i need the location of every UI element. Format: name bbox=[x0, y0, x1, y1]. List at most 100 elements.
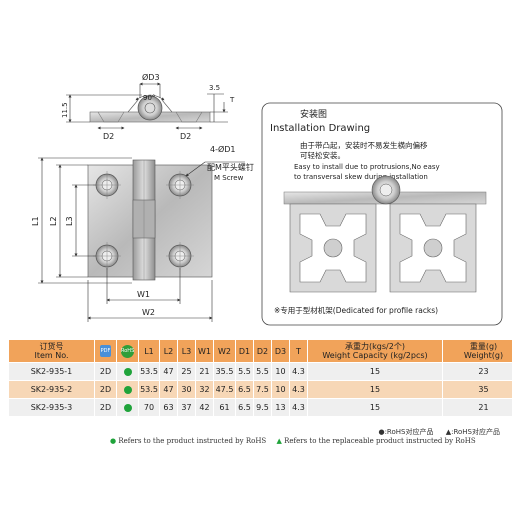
dim-t: T bbox=[229, 96, 235, 104]
hinge-front-view bbox=[87, 159, 213, 281]
col-l2: L2 bbox=[159, 339, 178, 363]
top-dimensions bbox=[66, 82, 228, 130]
col-pdf: PDF bbox=[94, 339, 117, 363]
dim-l1: L1 bbox=[31, 216, 40, 226]
col-t: T bbox=[289, 339, 308, 363]
cell-d3: 10 bbox=[271, 362, 290, 381]
dim-l3: L3 bbox=[65, 216, 74, 226]
cell-l3: 30 bbox=[177, 380, 196, 399]
rohs-dot-icon: ● bbox=[110, 437, 117, 445]
rohs-note-2: ▲:RoHS对应产品 bbox=[445, 428, 500, 436]
rohs-icon: RoHS bbox=[121, 344, 134, 358]
cell-w1: 42 bbox=[195, 398, 214, 417]
rohs-note-1: ●:RoHS对应产品 bbox=[378, 428, 434, 436]
front-dimensions bbox=[38, 157, 245, 322]
cell-l2: 47 bbox=[159, 362, 178, 381]
profile-left bbox=[289, 203, 377, 293]
cell-l1: 53.5 bbox=[138, 380, 160, 399]
table-row: SK2-935-3 2D 70 63 37 42 61 6.5 9.5 13 4… bbox=[8, 398, 512, 417]
table-row: SK2-935-1 2D 53.5 47 25 21 35.5 5.5 5.5 … bbox=[8, 362, 512, 381]
cell-w2: 47.5 bbox=[213, 380, 236, 399]
cell-d1: 5.5 bbox=[235, 362, 254, 381]
profile-right bbox=[389, 203, 477, 293]
install-desc-cn-2: 可轻松安装。 bbox=[300, 150, 345, 160]
cell-l3: 37 bbox=[177, 398, 196, 417]
cell-d3: 10 bbox=[271, 380, 290, 399]
dim-w1: W1 bbox=[137, 290, 150, 299]
hinge-top-view bbox=[89, 95, 211, 123]
cell-capacity: 15 bbox=[307, 380, 443, 399]
cell-item[interactable]: SK2-935-1 bbox=[8, 362, 95, 381]
hole-callout: 4-ØD1 bbox=[210, 144, 236, 154]
col-capacity: 承重力(kgs/2个)Weight Capacity (kg/2pcs) bbox=[307, 339, 443, 363]
rohs-notes: ●:RoHS对应产品 ▲:RoHS对应产品 bbox=[368, 427, 500, 437]
install-desc-en-1: Easy to install due to protrusions,No ea… bbox=[294, 163, 440, 171]
col-l1: L1 bbox=[138, 339, 160, 363]
col-w1: W1 bbox=[195, 339, 214, 363]
col-d1: D1 bbox=[235, 339, 254, 363]
cell-d1: 6.5 bbox=[235, 398, 254, 417]
col-d3: D3 bbox=[271, 339, 290, 363]
install-desc-en-2: to transversal skew during installation bbox=[294, 173, 428, 181]
rohs-dot-icon bbox=[123, 385, 132, 394]
cell-l1: 70 bbox=[138, 398, 160, 417]
cell-rohs bbox=[116, 398, 139, 417]
table-row: SK2-935-2 2D 53.5 47 30 32 47.5 6.5 7.5 … bbox=[8, 380, 512, 399]
legend-2: Refers to the replaceable product instru… bbox=[284, 437, 476, 445]
cell-pdf[interactable]: 2D bbox=[94, 362, 117, 381]
cell-rohs bbox=[116, 380, 139, 399]
col-w2: W2 bbox=[213, 339, 236, 363]
cell-d2: 7.5 bbox=[253, 380, 272, 399]
cell-item[interactable]: SK2-935-3 bbox=[8, 398, 95, 417]
cell-l3: 25 bbox=[177, 362, 196, 381]
screw-en: M Screw bbox=[214, 174, 244, 182]
cell-w1: 21 bbox=[195, 362, 214, 381]
install-footer: ※专用于型材机架(Dedicated for profile racks) bbox=[274, 305, 438, 315]
cell-weight: 21 bbox=[442, 398, 512, 417]
dim-11-5: 11.5 bbox=[61, 102, 69, 118]
rohs-dot-icon bbox=[123, 367, 132, 376]
cell-l2: 47 bbox=[159, 380, 178, 399]
cell-d1: 6.5 bbox=[235, 380, 254, 399]
col-d2: D2 bbox=[253, 339, 272, 363]
cell-d2: 5.5 bbox=[253, 362, 272, 381]
cell-w2: 35.5 bbox=[213, 362, 236, 381]
install-title-en: Installation Drawing bbox=[270, 123, 370, 134]
rohs-legend: ● Refers to the product instructed by Ro… bbox=[110, 437, 484, 445]
dim-w2: W2 bbox=[142, 308, 155, 317]
rohs-dot-icon bbox=[123, 403, 132, 412]
cell-item[interactable]: SK2-935-2 bbox=[8, 380, 95, 399]
cell-l1: 53.5 bbox=[138, 362, 160, 381]
col-weight: 重量(g)Weight(g) bbox=[442, 339, 512, 363]
cell-weight: 23 bbox=[442, 362, 512, 381]
cell-d3: 13 bbox=[271, 398, 290, 417]
cell-rohs bbox=[116, 362, 139, 381]
install-desc-cn-1: 由于带凸起，安装时不易发生横向偏移 bbox=[300, 140, 428, 150]
dim-d2-right: D2 bbox=[180, 132, 191, 141]
legend-1: Refers to the product instructed by RoHS bbox=[118, 437, 267, 445]
dim-d3: ØD3 bbox=[142, 72, 160, 82]
installation-drawing-panel: 安装图 Installation Drawing 由于带凸起，安装时不易发生横向… bbox=[261, 102, 503, 326]
pdf-icon: PDF bbox=[100, 345, 111, 357]
cell-weight: 35 bbox=[442, 380, 512, 399]
cell-l2: 63 bbox=[159, 398, 178, 417]
col-rohs: RoHS bbox=[116, 339, 139, 363]
cell-w2: 61 bbox=[213, 398, 236, 417]
dim-3-5: 3.5 bbox=[209, 84, 220, 92]
dim-l2: L2 bbox=[49, 216, 58, 226]
cell-t: 4.3 bbox=[289, 398, 308, 417]
col-l3: L3 bbox=[177, 339, 196, 363]
cell-capacity: 15 bbox=[307, 362, 443, 381]
dim-d2-left: D2 bbox=[103, 132, 114, 141]
cell-pdf[interactable]: 2D bbox=[94, 380, 117, 399]
cell-pdf[interactable]: 2D bbox=[94, 398, 117, 417]
cell-w1: 32 bbox=[195, 380, 214, 399]
screw-cn: 配M平头螺钉 bbox=[207, 162, 254, 172]
cell-t: 4.3 bbox=[289, 362, 308, 381]
technical-drawing: ØD3 90° 3.5 T 11.5 D2 D2 bbox=[31, 72, 503, 326]
rohs-triangle-icon: ▲ bbox=[276, 437, 282, 445]
cell-d2: 9.5 bbox=[253, 398, 272, 417]
